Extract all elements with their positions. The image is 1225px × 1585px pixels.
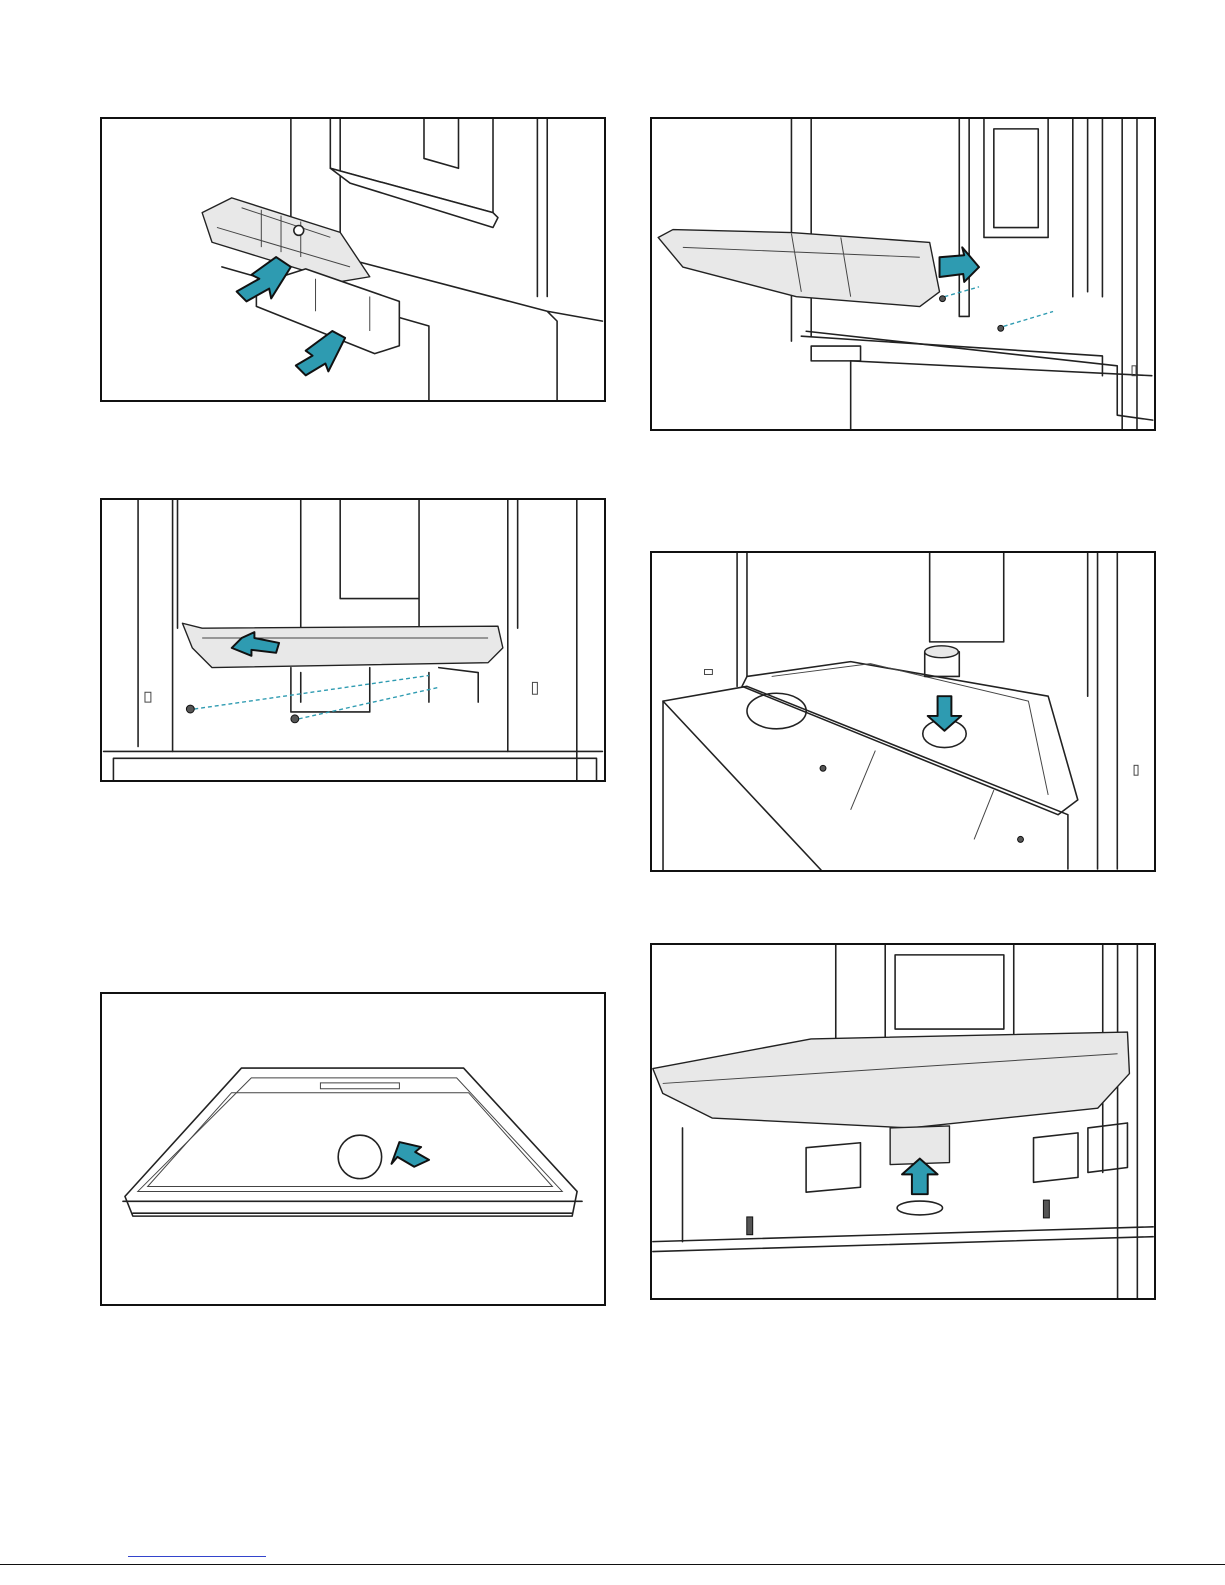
- drain-hole: [338, 1135, 381, 1178]
- illustration-drain-fitting: [652, 945, 1154, 1298]
- figure-remove-screws: [100, 498, 606, 782]
- figure-tray-slide-out: [650, 117, 1156, 431]
- footer-link-underline[interactable]: [128, 1556, 266, 1557]
- tray-center-hole: [294, 225, 304, 235]
- arrow-icon: [296, 331, 345, 375]
- illustration-tray-slide: [652, 119, 1154, 429]
- footer-rule: [0, 1564, 1225, 1565]
- figure-install-drain-plug: [650, 551, 1156, 872]
- figure-remove-drip-tray: [100, 117, 606, 402]
- figure-tray-drain-hole: [100, 992, 606, 1306]
- illustration-drain-plug-install: [652, 553, 1154, 870]
- illustration-screw-removal: [102, 500, 604, 780]
- screw-icon: [291, 715, 299, 723]
- illustration-drip-tray-removal: [102, 119, 604, 400]
- screw-icon: [1043, 1200, 1049, 1218]
- arrow-icon: [928, 696, 962, 731]
- screw-icon: [186, 705, 194, 713]
- figure-drain-fitting-up: [650, 943, 1156, 1300]
- screw-icon: [747, 1217, 753, 1235]
- illustration-tray-top-view: [102, 994, 604, 1304]
- screw-icon: [940, 296, 946, 302]
- screw-icon: [820, 765, 826, 771]
- screw-icon: [1018, 836, 1024, 842]
- screw-icon: [998, 325, 1004, 331]
